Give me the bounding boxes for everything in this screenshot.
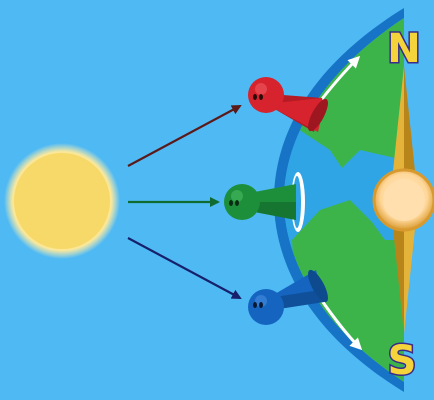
sun-ray-upper-arrow [128, 106, 240, 166]
sun-ray-lower-arrow [128, 238, 240, 298]
sun-icon [4, 143, 120, 259]
south-label: S [388, 338, 417, 384]
north-label: N [387, 26, 420, 72]
